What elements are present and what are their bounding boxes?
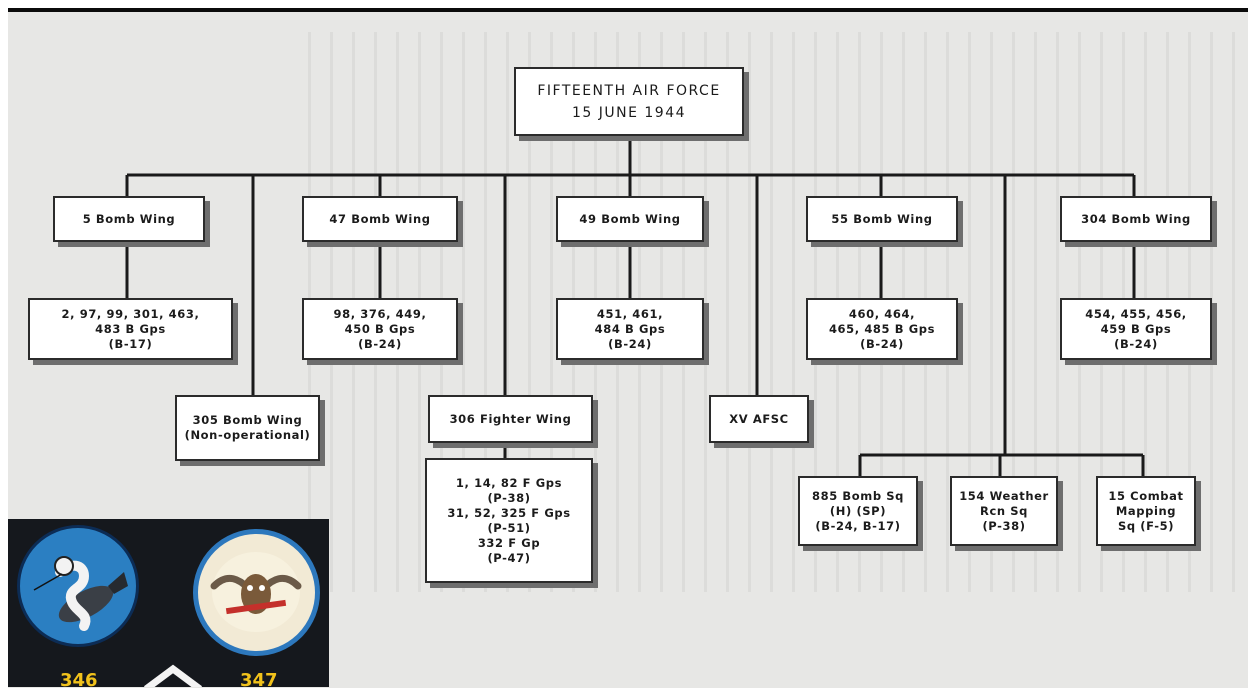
squadron-line: Mapping: [1115, 503, 1177, 518]
groups-line: (B-24): [860, 336, 904, 351]
groups-line: 484 B Gps: [594, 321, 666, 336]
wing-box-49: 49 Bomb Wing: [556, 196, 704, 242]
groups-line: 1, 14, 82 F Gps: [455, 475, 563, 490]
groups-line: (B-24): [608, 336, 652, 351]
squadron-line: 154 Weather: [959, 488, 1049, 503]
wing-box-55: 55 Bomb Wing: [806, 196, 958, 242]
squadron-line: (P-38): [982, 518, 1026, 533]
afsc-box: XV AFSC: [709, 395, 809, 443]
patch-347-artwork: [210, 552, 302, 632]
squadron-box-154: 154 Weather Rcn Sq (P-38): [950, 476, 1058, 546]
squadron-box-15: 15 Combat Mapping Sq (F-5): [1096, 476, 1196, 546]
wing-label: 47 Bomb Wing: [329, 211, 431, 226]
groups-line: 450 B Gps: [344, 321, 416, 336]
squadron-line: 15 Combat: [1108, 488, 1184, 503]
groups-line: (B-24): [358, 336, 402, 351]
wing-status: (Non-operational): [184, 428, 311, 442]
groups-line: (P-47): [487, 550, 531, 565]
hq-box: FIFTEENTH AIR FORCE 15 JUNE 1944: [514, 67, 744, 136]
wing-label: 305 Bomb Wing: [192, 413, 303, 427]
groups-line: 460, 464,: [848, 306, 916, 321]
squadron-line: 885 Bomb Sq: [811, 488, 904, 503]
afsc-label: XV AFSC: [729, 411, 789, 426]
hq-title: FIFTEENTH AIR FORCE: [537, 82, 721, 99]
groups-line: 454, 455, 456,: [1085, 306, 1187, 321]
wing-box-5: 5 Bomb Wing: [53, 196, 205, 242]
groups-box-49: 451, 461, 484 B Gps (B-24): [556, 298, 704, 360]
fighter-wing-box: 306 Fighter Wing: [428, 395, 593, 443]
groups-line: (P-51): [487, 520, 531, 535]
groups-line: (P-38): [487, 490, 531, 505]
wing-label: 304 Bomb Wing: [1081, 211, 1191, 226]
squadron-line: (H) (SP): [829, 503, 887, 518]
patch-346-artwork: [33, 556, 128, 631]
squadron-line: Rcn Sq: [980, 503, 1028, 518]
patch-number-347: 347: [240, 670, 278, 687]
groups-box-304: 454, 455, 456, 459 B Gps (B-24): [1060, 298, 1212, 360]
hq-date: 15 JUNE 1944: [571, 104, 687, 121]
chevron-mark-icon: [143, 664, 203, 687]
squadron-insignia-panel: 346 347: [8, 519, 329, 687]
wing-label: 49 Bomb Wing: [579, 211, 681, 226]
squadron-line: Sq (F-5): [1117, 518, 1175, 533]
fighter-groups-box: 1, 14, 82 F Gps (P-38) 31, 52, 325 F Gps…: [425, 458, 593, 583]
patch-number-346: 346: [60, 670, 98, 687]
groups-line: 483 B Gps: [95, 321, 166, 336]
groups-line: 2, 97, 99, 301, 463,: [61, 306, 200, 321]
wing-label: 55 Bomb Wing: [831, 211, 933, 226]
groups-line: 465, 485 B Gps: [828, 321, 936, 336]
groups-line: (B-17): [108, 336, 153, 351]
groups-line: 459 B Gps: [1100, 321, 1172, 336]
wing-box-47: 47 Bomb Wing: [302, 196, 458, 242]
squadron-box-885: 885 Bomb Sq (H) (SP) (B-24, B-17): [798, 476, 918, 546]
groups-line: 31, 52, 325 F Gps: [447, 505, 571, 520]
groups-line: 98, 376, 449,: [333, 306, 427, 321]
wing-box-305: 305 Bomb Wing (Non-operational): [175, 395, 320, 461]
fighter-wing-label: 306 Fighter Wing: [449, 411, 572, 426]
winged-ox-icon: [193, 529, 320, 656]
groups-line: 451, 461,: [596, 306, 664, 321]
wing-box-304: 304 Bomb Wing: [1060, 196, 1212, 242]
groups-box-55: 460, 464, 465, 485 B Gps (B-24): [806, 298, 958, 360]
groups-box-47: 98, 376, 449, 450 B Gps (B-24): [302, 298, 458, 360]
squadron-line: (B-24, B-17): [815, 518, 901, 533]
groups-line: 332 F Gp: [477, 535, 541, 550]
groups-line: (B-24): [1114, 336, 1158, 351]
bomb-riding-figure-icon: [17, 525, 139, 647]
groups-box-5: 2, 97, 99, 301, 463, 483 B Gps (B-17): [28, 298, 233, 360]
wing-label: 5 Bomb Wing: [82, 211, 176, 226]
